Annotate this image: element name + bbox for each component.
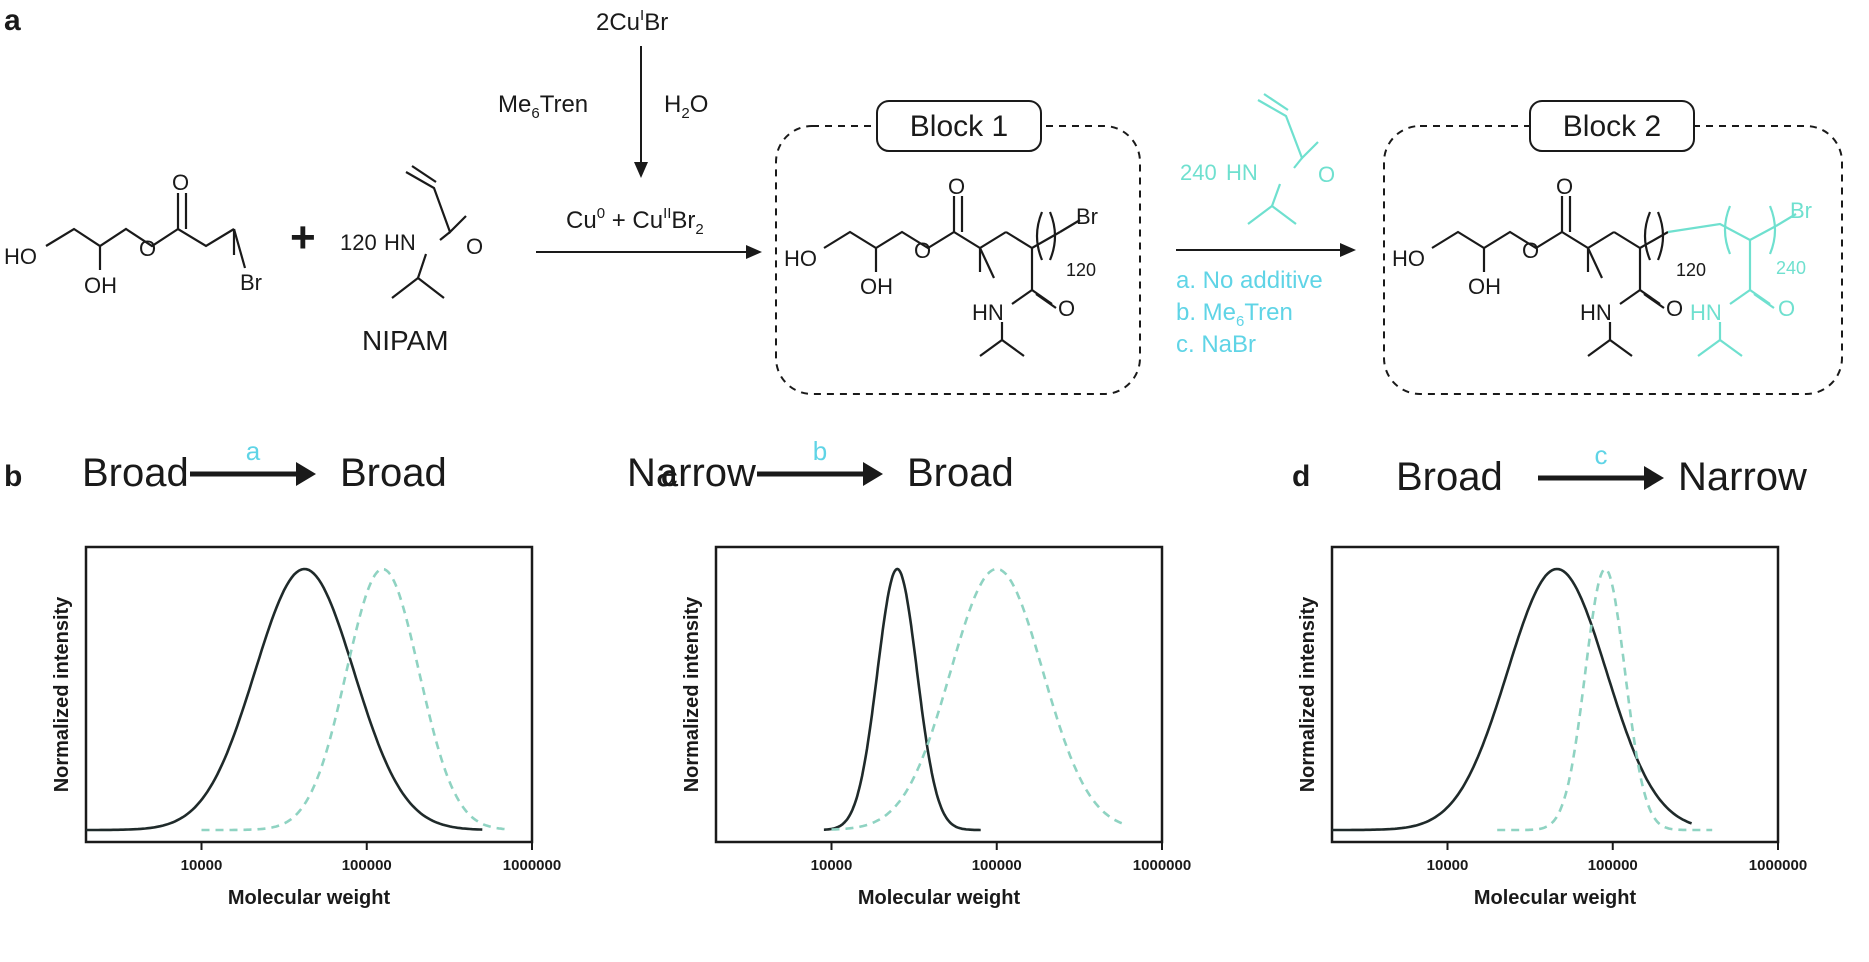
atom-br: Br	[240, 270, 262, 295]
curve-block1	[86, 567, 483, 832]
x-tick-label: 10000	[1427, 857, 1469, 874]
atom-o: O	[1778, 296, 1795, 321]
atom-o: O	[139, 236, 156, 261]
transition-right-word: Broad	[340, 451, 447, 495]
panel-label-d: d	[1292, 460, 1310, 493]
atom-hn: HN	[1580, 300, 1612, 325]
block2-label-box	[1529, 100, 1695, 152]
solvent-label: H2O	[664, 91, 708, 122]
atom-oh: OH	[860, 274, 893, 299]
nipam-count: 120	[340, 230, 377, 255]
y-axis-label: Normalized intensity	[51, 596, 73, 792]
transition-right-word: Narrow	[1678, 455, 1807, 499]
transition-arrow-label: a	[246, 440, 261, 466]
x-tick-label: 10000	[181, 857, 223, 874]
x-tick-label: 1000000	[1749, 857, 1807, 874]
atom-ho: HO	[1392, 246, 1425, 271]
atom-o: O	[466, 234, 483, 259]
block2-dp1: 120	[1676, 260, 1706, 280]
plus-sign: +	[290, 213, 316, 262]
x-axis-label: Molecular weight	[858, 887, 1021, 909]
reaction-scheme: a HO OH O O Br + 120 HN O NIPAM 2CuIBr M…	[4, 4, 1843, 395]
x-tick-label: 100000	[342, 857, 392, 874]
atom-o: O	[1666, 296, 1683, 321]
transition-arrow-label: c	[1595, 440, 1608, 470]
block1-dp: 120	[1066, 260, 1096, 280]
atom-o: O	[1556, 174, 1573, 199]
transition-arrow-head	[296, 462, 316, 486]
x-tick-label: 100000	[972, 857, 1022, 874]
atom-hn: HN	[1690, 300, 1722, 325]
transition-left-word: Narrow	[627, 451, 756, 495]
monomer2-count: 240	[1180, 160, 1217, 185]
panel-b: b Broad a Broad 10000 100000 1000000Molecular …	[4, 440, 561, 909]
reaction-arrow-1-head	[746, 245, 762, 259]
plot-frame	[714, 545, 1164, 844]
x-tick-label: 100000	[1588, 857, 1638, 874]
reagent-top: 2CuIBr	[596, 7, 668, 36]
initiator-structure	[45, 193, 247, 270]
ligand-label: Me6Tren	[498, 91, 588, 122]
atom-o: O	[172, 170, 189, 195]
y-axis-label: Normalized intensity	[681, 596, 703, 792]
y-axis-label: Normalized intensity	[1297, 596, 1319, 792]
condition-a: a. No additive	[1176, 267, 1323, 294]
atom-hn: HN	[1226, 160, 1258, 185]
curve-block1	[823, 567, 981, 832]
atom-o: O	[1058, 296, 1075, 321]
atom-hn: HN	[972, 300, 1004, 325]
atom-oh: OH	[1468, 274, 1501, 299]
atom-ho: HO	[784, 246, 817, 271]
atom-o: O	[1522, 238, 1539, 263]
panel-label-a: a	[4, 4, 21, 37]
block2-structure	[1431, 196, 1669, 357]
catalyst-arrow-head	[634, 162, 648, 178]
panel-label-c: c	[661, 460, 678, 493]
condition-b: b. Me6Tren	[1176, 299, 1293, 330]
atom-ho: HO	[4, 244, 37, 269]
block1-label: Block 1	[910, 110, 1008, 143]
transition-arrow-head	[863, 462, 883, 486]
nipam-structure	[391, 165, 467, 299]
transition-arrow-label: b	[813, 440, 827, 466]
transition-left-word: Broad	[1396, 455, 1503, 499]
block1-structure	[823, 196, 1081, 357]
atom-o: O	[914, 238, 931, 263]
curve-block2	[831, 567, 1126, 831]
x-tick-label: 1000000	[503, 857, 561, 874]
plot-frame	[1330, 545, 1780, 844]
x-tick-label: 1000000	[1133, 857, 1191, 874]
cu-product-label: Cu0 + CuIIBr2	[566, 205, 704, 238]
x-tick-label: 10000	[811, 857, 853, 874]
plot-frame	[84, 545, 534, 844]
condition-c: c. NaBr	[1176, 331, 1256, 358]
atom-br: Br	[1076, 204, 1098, 229]
atom-hn: HN	[384, 230, 416, 255]
curve-block1	[1332, 567, 1693, 832]
panel-label-b: b	[4, 460, 22, 493]
block2-box	[1383, 125, 1843, 395]
x-axis-label: Molecular weight	[228, 887, 391, 909]
atom-o: O	[948, 174, 965, 199]
atom-br: Br	[1790, 198, 1812, 223]
block2-second-block	[1667, 205, 1797, 357]
curve-block2	[1497, 567, 1713, 832]
reaction-arrow-2-head	[1340, 243, 1356, 257]
atom-oh: OH	[84, 273, 117, 298]
transition-arrow-head	[1644, 466, 1664, 490]
block2-label: Block 2	[1563, 110, 1661, 143]
x-axis-label: Molecular weight	[1474, 887, 1637, 909]
atom-o: O	[1318, 162, 1335, 187]
transition-left-word: Broad	[82, 451, 189, 495]
monomer2-structure	[1247, 93, 1319, 225]
nipam-label: NIPAM	[362, 325, 449, 356]
transition-right-word: Broad	[907, 451, 1014, 495]
block2-dp2: 240	[1776, 258, 1806, 278]
block1-label-box	[876, 100, 1042, 152]
curve-block2	[201, 567, 507, 832]
